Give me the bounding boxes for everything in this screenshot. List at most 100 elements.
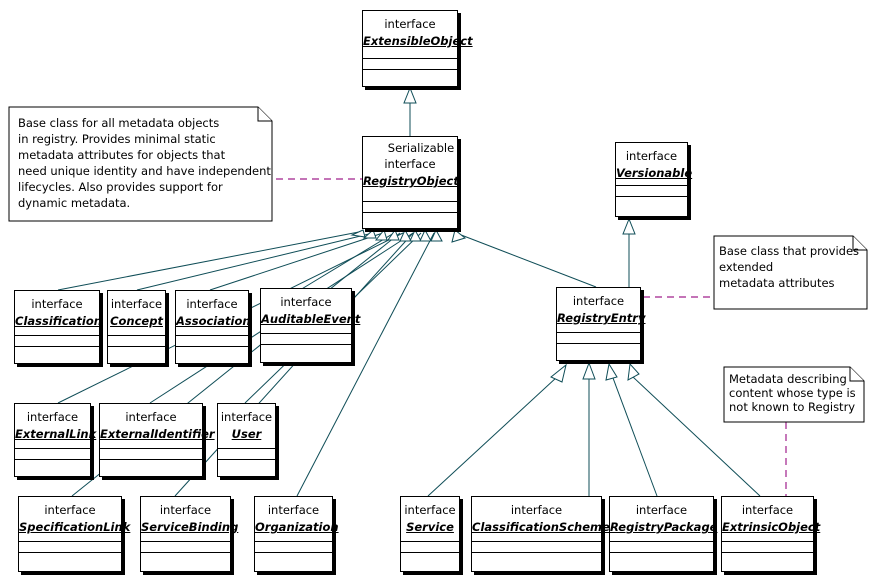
compartment-divider [176,335,248,336]
compartment-divider [108,335,165,336]
arrowhead-versionable [622,217,636,235]
arrowhead-ro-8 [430,228,443,242]
compartment-divider [218,459,275,460]
compartment-divider [19,541,121,542]
stereotype-label: interface [31,297,83,311]
class-versionable: interface Versionable [615,142,693,217]
compartment-divider [363,212,457,213]
stereotype-label: interface [26,410,79,424]
class-concept: interface Concept [107,290,166,364]
class-name: Organization [255,520,339,534]
class-externallink: interface ExternalLink [14,403,97,477]
gen-line-registrypackage [612,377,658,497]
compartment-divider [557,332,640,333]
arrowhead-ro-4 [387,228,400,241]
compartment-divider [15,346,99,347]
compartment-divider [218,448,275,449]
class-name: Service [406,520,454,534]
compartment-divider [610,552,713,553]
compartment-divider [722,552,813,553]
compartment-divider [363,201,457,202]
class-registryentry: interface RegistryEntry [556,287,646,361]
arrowhead-ro-3 [374,228,388,241]
class-name: ClassificationScheme [472,520,610,534]
gen-line-servicebinding [174,232,414,497]
stereotype-label: interface [404,503,456,517]
compartment-divider [15,459,90,460]
class-name: Association [176,314,251,328]
class-specificationlink: interface SpecificationLink [18,496,131,572]
class-name: SpecificationLink [19,520,131,534]
stereotype-label: interface [625,149,678,163]
arrowhead-re-3 [605,362,618,381]
stereotype-label: interface [125,410,177,424]
registryobject-note: Base class for all metadata objects in r… [18,116,271,210]
stereotype-label: interface [159,503,212,517]
class-externalidentifier: interface ExternalIdentifier [99,403,215,477]
arrowhead-re-4 [627,362,640,381]
compartment-divider [363,69,457,70]
class-association: interface Association [175,290,251,364]
arrowhead-re-1 [550,363,567,383]
registryentry-note: Base class that provides extended metada… [719,244,860,290]
note-shape-extrinsicobject [723,366,865,423]
class-extrinsicobject: interface ExtrinsicObject [721,496,821,572]
compartment-divider [472,541,601,542]
compartment-divider [261,333,351,334]
stereotype-label: interface [635,503,688,517]
class-auditableevent: interface AuditableEvent [260,288,361,363]
arrowhead-extensibleobject [403,86,417,104]
class-name: ExternalIdentifier [100,427,215,441]
class-extensibleobject: interface ExtensibleObject [362,10,473,87]
stereotype-label: interface [384,17,436,31]
note-fold-registryobject [257,107,272,122]
compartment-divider [19,552,121,553]
class-name: User [231,427,262,441]
class-user: interface User [217,403,276,477]
class-name: ExtrinsicObject [722,520,821,534]
class-name: Versionable [616,166,693,180]
compartment-divider [176,346,248,347]
class-classificationscheme: interface ClassificationScheme [471,496,610,572]
compartment-divider [141,541,230,542]
stereotype-label: interface [280,295,332,309]
class-name: ServiceBinding [141,520,239,534]
arrowhead-ro-7 [419,228,432,242]
arrowhead-ro-5 [399,228,412,242]
arrowhead-ro-9 [451,229,467,243]
class-name: RegistryObject [363,174,459,188]
class-registrypackage: interface RegistryPackage [609,496,718,572]
gen-line-concept [136,232,374,291]
class-classification: interface Classification [14,290,102,364]
arrowhead-re-2 [582,361,596,380]
compartment-divider [255,552,332,553]
stereotype-label: interface [220,410,273,424]
class-organization: interface Organization [254,496,339,572]
compartment-divider [472,552,601,553]
class-name: RegistryPackage [610,520,718,534]
stereotype-serializable: Serializable [387,141,455,155]
compartment-divider [363,58,457,59]
class-name: AuditableEvent [261,312,361,326]
compartment-divider [100,459,202,460]
class-name: RegistryEntry [557,311,646,325]
stereotype-label: interface [267,503,320,517]
note-shape-registryobject [8,106,273,222]
class-name: Concept [110,314,163,328]
compartment-divider [15,335,99,336]
arrowhead-ro-6 [409,228,422,242]
stereotype-label: interface [44,503,96,517]
class-service: interface Service [400,496,460,572]
compartment-divider [261,344,351,345]
gen-line-auditableevent [299,232,395,291]
compartment-divider [141,552,230,553]
compartment-divider [610,541,713,542]
compartment-divider [557,343,640,344]
class-name: ExternalLink [15,427,97,441]
compartment-divider [401,541,459,542]
class-registryobject: Serializable interface RegistryObject [362,136,459,229]
arrowhead-ro-2 [362,229,377,239]
gen-line-organization [296,232,435,497]
